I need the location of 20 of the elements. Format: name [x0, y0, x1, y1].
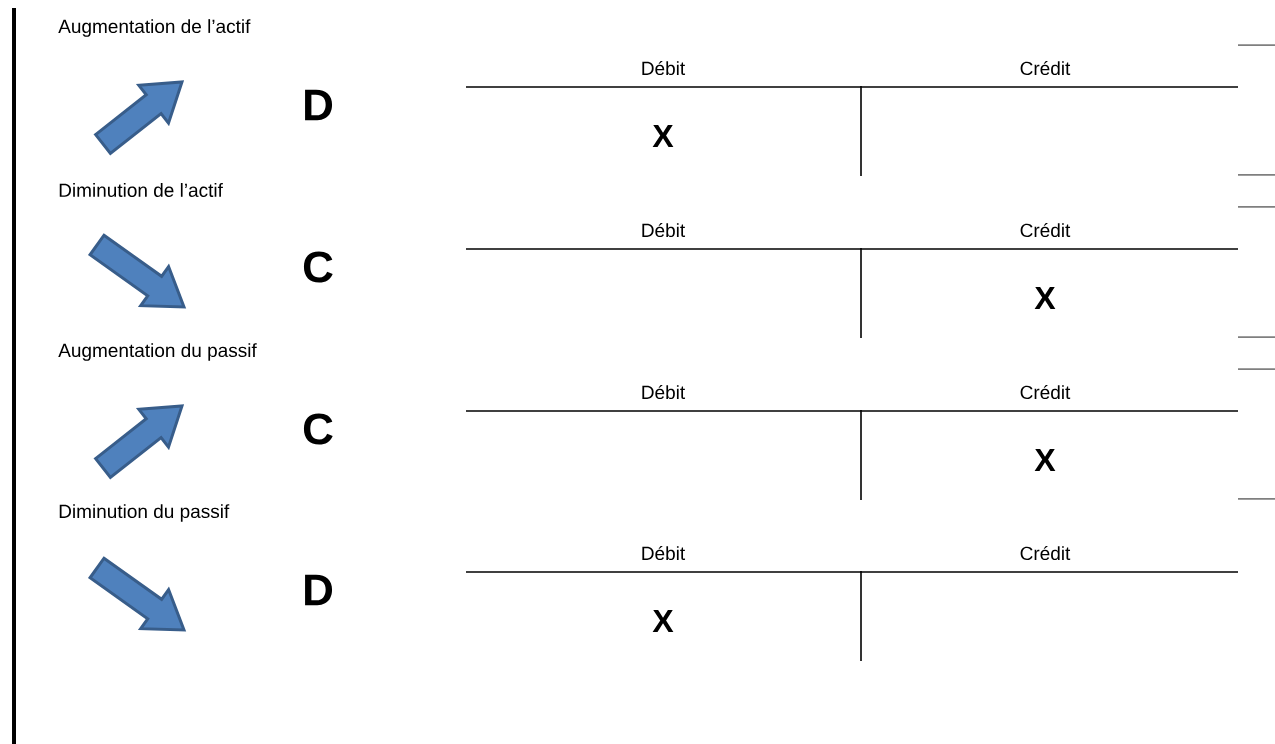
- column-header: Débit: [642, 60, 686, 76]
- entry-mark: X: [1034, 287, 1056, 309]
- column-header: Crédit: [1020, 384, 1071, 400]
- entry-mark: X: [652, 125, 674, 147]
- side-letter: C: [303, 251, 333, 283]
- column-header: Crédit: [1020, 545, 1071, 561]
- column-header: Débit: [642, 222, 686, 238]
- entry-mark: X: [1034, 449, 1056, 471]
- side-letter: C: [303, 413, 333, 445]
- row-heading: Diminution de l’actif: [59, 183, 223, 197]
- column-header: Crédit: [1020, 222, 1071, 238]
- column-header: Crédit: [1020, 60, 1071, 76]
- entry-mark: X: [652, 610, 674, 632]
- row-heading: Augmentation de l’actif: [58, 19, 251, 37]
- row-heading: Augmentation du passif: [58, 343, 257, 361]
- row-heading: Diminution du passif: [59, 504, 230, 522]
- column-header: Débit: [642, 545, 686, 561]
- side-letter: D: [305, 89, 333, 121]
- side-letter: D: [305, 574, 333, 606]
- column-header: Débit: [642, 384, 686, 400]
